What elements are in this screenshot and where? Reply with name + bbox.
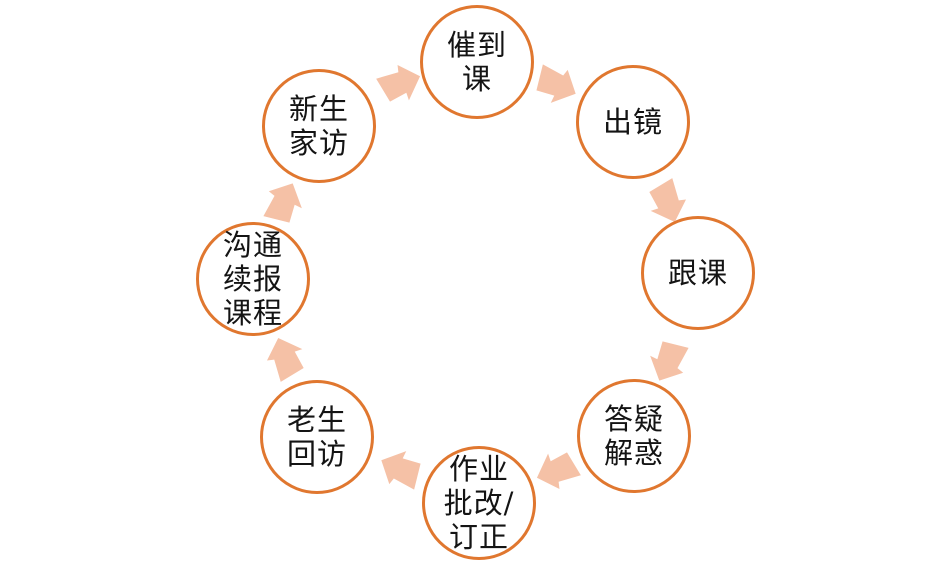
node-gen-ke: 跟课: [641, 216, 755, 330]
node-chu-jing: 出镜: [576, 65, 690, 179]
node-chu-jing-label: 出镜: [602, 105, 663, 139]
node-cui-dao-ke: 催到课: [420, 5, 534, 119]
node-gou-tong-xu-bao: 沟通续报课程: [196, 222, 310, 336]
node-zuo-ye-pi-gai: 作业批改/订正: [422, 446, 536, 560]
node-gen-ke-label: 跟课: [667, 256, 728, 290]
node-da-yi-jie-huo-label: 答疑解惑: [603, 402, 664, 470]
node-zuo-ye-pi-gai-label: 作业批改/订正: [443, 452, 515, 554]
node-da-yi-jie-huo: 答疑解惑: [577, 379, 691, 493]
node-cui-dao-ke-label: 催到课: [446, 28, 507, 96]
arrow-da-yi-jie-huo-to-zuo-ye: [536, 452, 581, 490]
arrow-zuo-ye-to-lao-sheng-hui-fang: [381, 451, 421, 490]
node-lao-sheng-hui-fang-label: 老生回访: [286, 403, 347, 471]
node-xin-sheng-jia-fang-label: 新生家访: [288, 92, 349, 160]
node-lao-sheng-hui-fang: 老生回访: [260, 380, 374, 494]
arrow-xin-sheng-to-cui-dao-ke: [376, 64, 421, 102]
arrow-gen-ke-to-da-yi-jie-huo: [650, 341, 689, 381]
arrow-chu-jing-to-gen-ke: [649, 178, 687, 223]
arrow-gou-tong-to-xin-sheng-jia-fang: [263, 183, 302, 223]
arrow-lao-sheng-to-gou-tong-xu-bao: [266, 337, 304, 382]
arrow-cui-dao-ke-to-chu-jing: [536, 64, 576, 103]
node-gou-tong-xu-bao-label: 沟通续报课程: [222, 228, 283, 330]
node-xin-sheng-jia-fang: 新生家访: [262, 69, 376, 183]
